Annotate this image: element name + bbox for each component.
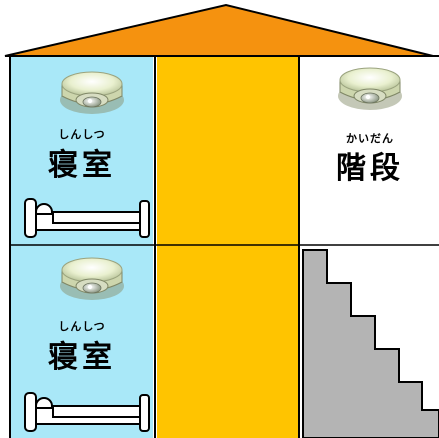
bedroom-lower-label: 寝室 [48,340,116,375]
smoke-detector-icon [337,67,403,111]
staircase-icon [302,249,439,438]
bedroom-upper-label: 寝室 [48,148,116,183]
stairs-label: 階段 [336,151,404,186]
smoke-detector-icon [59,257,125,301]
roof [4,3,434,57]
bedroom-upper-reading: しんしつ [58,128,106,141]
bedroom-lower-reading: しんしつ [58,320,106,333]
hallway-panel [157,56,298,438]
stairs-reading: かいだん [346,132,394,145]
smoke-detector-icon [59,71,125,115]
